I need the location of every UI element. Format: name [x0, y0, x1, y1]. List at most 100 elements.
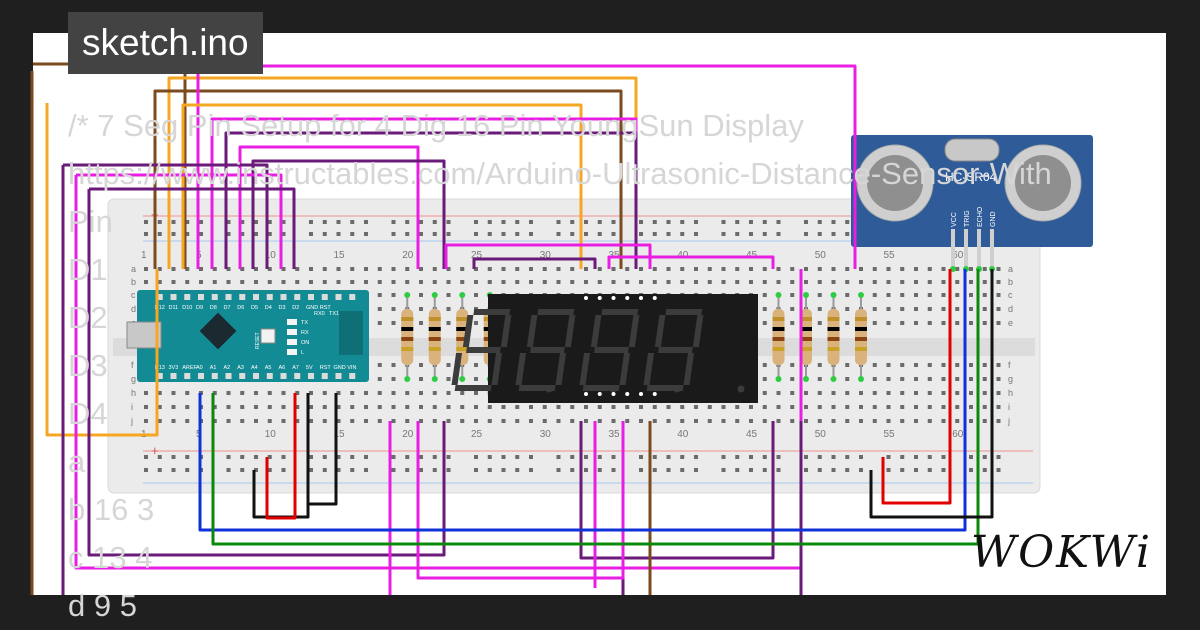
- breadboard-hole: [831, 267, 836, 271]
- column-number: 55: [884, 429, 896, 440]
- icsp-header: [339, 311, 363, 355]
- breadboard-hole: [432, 391, 437, 395]
- breadboard-hole: [982, 377, 987, 381]
- sensor-pin: [990, 229, 994, 269]
- resistor-band: [401, 347, 414, 351]
- breadboard-hole: [157, 419, 162, 423]
- rail-hole: [721, 455, 726, 459]
- breadboard-hole: [556, 267, 561, 271]
- arduino-pin: [266, 373, 273, 379]
- rail-hole: [157, 232, 162, 236]
- filename-tab[interactable]: sketch.ino: [68, 12, 263, 74]
- rail-hole: [611, 232, 616, 236]
- breadboard-hole: [185, 405, 190, 409]
- led-rx: [287, 329, 297, 335]
- rail-hole: [914, 455, 918, 459]
- rail-hole: [240, 468, 245, 472]
- wire: [74, 175, 803, 570]
- rail-hole: [776, 232, 781, 236]
- breadboard-hole: [377, 307, 382, 311]
- resistor-band: [456, 317, 469, 321]
- display-segment: [692, 315, 704, 347]
- arduino-pin: [294, 373, 301, 379]
- breadboard-hole: [790, 293, 795, 297]
- resistor-band: [800, 347, 812, 351]
- arduino-pin-label: D10: [182, 305, 192, 311]
- rail-hole: [254, 468, 258, 472]
- arduino-pin-label: D8: [210, 305, 217, 311]
- breadboard-hole: [391, 307, 396, 311]
- column-number: 30: [540, 429, 552, 440]
- sensor-transmitter-mesh: [867, 155, 923, 211]
- rail-hole: [749, 220, 753, 224]
- breadboard-hole: [584, 280, 588, 284]
- breadboard-hole: [762, 405, 767, 409]
- breadboard-hole: [446, 321, 451, 325]
- breadboard-hole: [721, 280, 726, 284]
- breadboard-hole: [872, 419, 877, 423]
- seven-segment-display[interactable]: [451, 294, 758, 403]
- rail-hole: [185, 468, 190, 472]
- rail-hole: [501, 232, 506, 236]
- rail-hole: [570, 468, 575, 472]
- wire: [181, 103, 583, 269]
- breadboard-hole: [941, 405, 946, 409]
- rail-hole: [900, 455, 905, 459]
- breadboard-hole: [212, 391, 217, 395]
- breadboard-hole: [542, 405, 547, 409]
- breadboard-hole: [652, 419, 657, 423]
- row-letter: f: [131, 360, 134, 370]
- rail-hole: [254, 220, 258, 224]
- breadboard-hole: [336, 280, 341, 284]
- resistor-band: [401, 317, 414, 321]
- breadboard-hole: [185, 280, 190, 284]
- breadboard-hole: [597, 419, 602, 423]
- breadboard-hole: [955, 307, 960, 311]
- breadboard-hole: [914, 391, 918, 395]
- breadboard-hole: [295, 419, 300, 423]
- arduino-pin-label: D11: [169, 305, 179, 311]
- resistor-band: [428, 327, 441, 331]
- breadboard-hole: [804, 419, 808, 423]
- breadboard-hole: [474, 377, 478, 381]
- breadboard-hole: [955, 293, 960, 297]
- rail-hole: [804, 220, 808, 224]
- display-pin: [652, 296, 657, 300]
- breadboard-hole: [955, 363, 960, 367]
- rail-hole: [309, 232, 313, 236]
- rail-hole: [886, 455, 891, 459]
- rail-hole: [364, 220, 368, 224]
- breadboard-hole: [776, 280, 781, 284]
- breadboard-hole: [900, 280, 905, 284]
- breadboard-hole: [240, 267, 245, 271]
- led-on: [287, 339, 297, 345]
- breadboard-hole: [790, 267, 795, 271]
- breadboard-hole: [969, 363, 973, 367]
- breadboard-hole: [955, 419, 960, 423]
- breadboard-hole: [941, 267, 946, 271]
- column-number: 15: [334, 429, 346, 440]
- breadboard-hole: [982, 321, 987, 325]
- breadboard-hole: [804, 280, 808, 284]
- breadboard-hole: [790, 307, 795, 311]
- led-tx: [287, 319, 297, 325]
- rail-hole: [254, 232, 258, 236]
- row-letter: j: [1007, 416, 1010, 426]
- breadboard-hole: [914, 419, 918, 423]
- breadboard-hole: [639, 419, 643, 423]
- breadboard-hole: [790, 321, 795, 325]
- breadboard-hole: [625, 267, 630, 271]
- row-letter: f: [1008, 360, 1011, 370]
- breadboard-hole: [941, 293, 946, 297]
- reset-button[interactable]: [260, 328, 276, 344]
- breadboard-hole: [597, 267, 602, 271]
- breadboard-hole: [872, 363, 877, 367]
- arduino-pin-label: A0: [196, 365, 203, 371]
- rail-hole: [652, 232, 657, 236]
- display-segment: [454, 385, 492, 391]
- arduino-pin-label: D12: [155, 305, 165, 311]
- rail-hole: [405, 468, 410, 472]
